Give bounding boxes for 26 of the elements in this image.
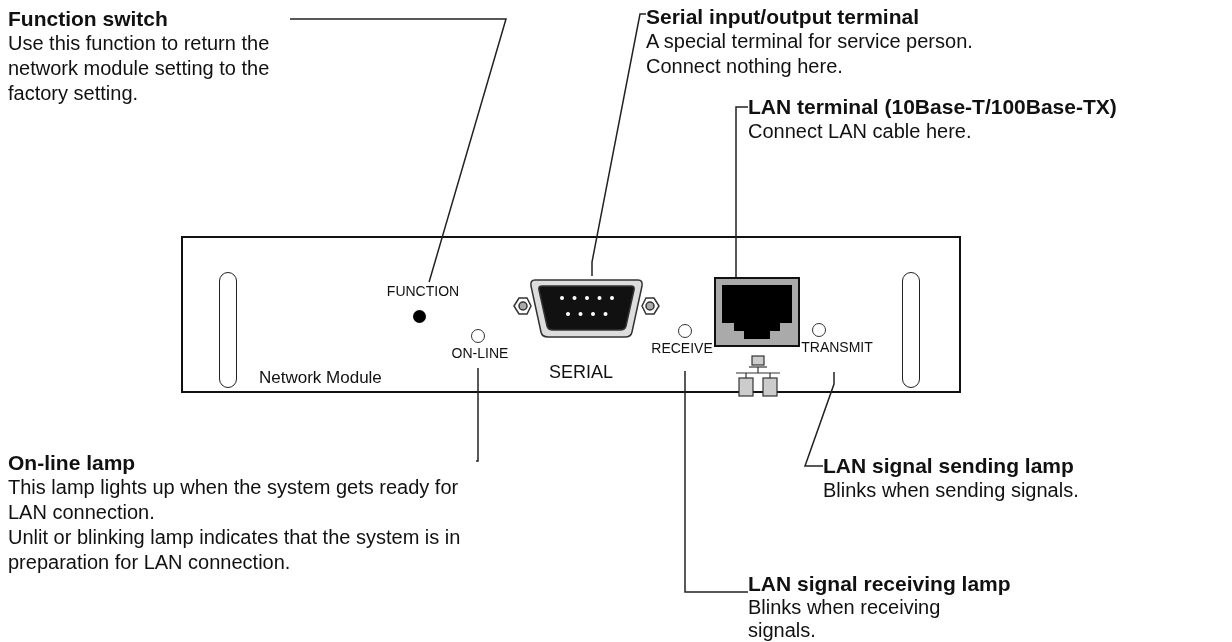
leader-line — [475, 367, 479, 462]
panel-label: Network Module — [259, 368, 382, 388]
callout-text: This lamp lights up when the system gets ready for LAN connection. — [8, 475, 460, 525]
panel-label: TRANSMIT — [801, 338, 873, 356]
callout-heading: LAN signal sending lamp — [823, 453, 1075, 478]
callout-heading: On-line lamp — [8, 450, 137, 475]
callout-text: Blinks when sending signals. — [823, 478, 1080, 503]
callout-heading: LAN terminal (10Base-T/100Base-TX) — [748, 94, 1118, 119]
callout-text: Use this function to return the network module setting to the factory setting. — [8, 31, 271, 106]
callout-text: Connect LAN cable here. — [748, 119, 973, 144]
callout-text: Blinks when receiving signals. — [748, 596, 942, 642]
module-panel — [181, 236, 961, 393]
panel-label: RECEIVE — [651, 339, 713, 357]
leader-line — [735, 106, 749, 278]
leader-line — [289, 18, 507, 283]
leader-line — [803, 371, 835, 467]
callout-text: A special terminal for service person. Connect nothing here. — [646, 29, 974, 79]
callout-heading: Serial input/output terminal — [646, 4, 920, 29]
leader-line — [591, 13, 647, 277]
callout-text: Unlit or blinking lamp indicates that the system is in preparation for LAN connection. — [8, 525, 462, 575]
panel-label: FUNCTION — [386, 282, 460, 300]
panel-label: SERIAL — [549, 362, 614, 382]
callout-heading: LAN signal receiving lamp — [748, 572, 1012, 596]
leader-line — [684, 370, 749, 593]
panel-label: ON-LINE — [451, 344, 509, 362]
callout-heading: Function switch — [8, 6, 169, 31]
